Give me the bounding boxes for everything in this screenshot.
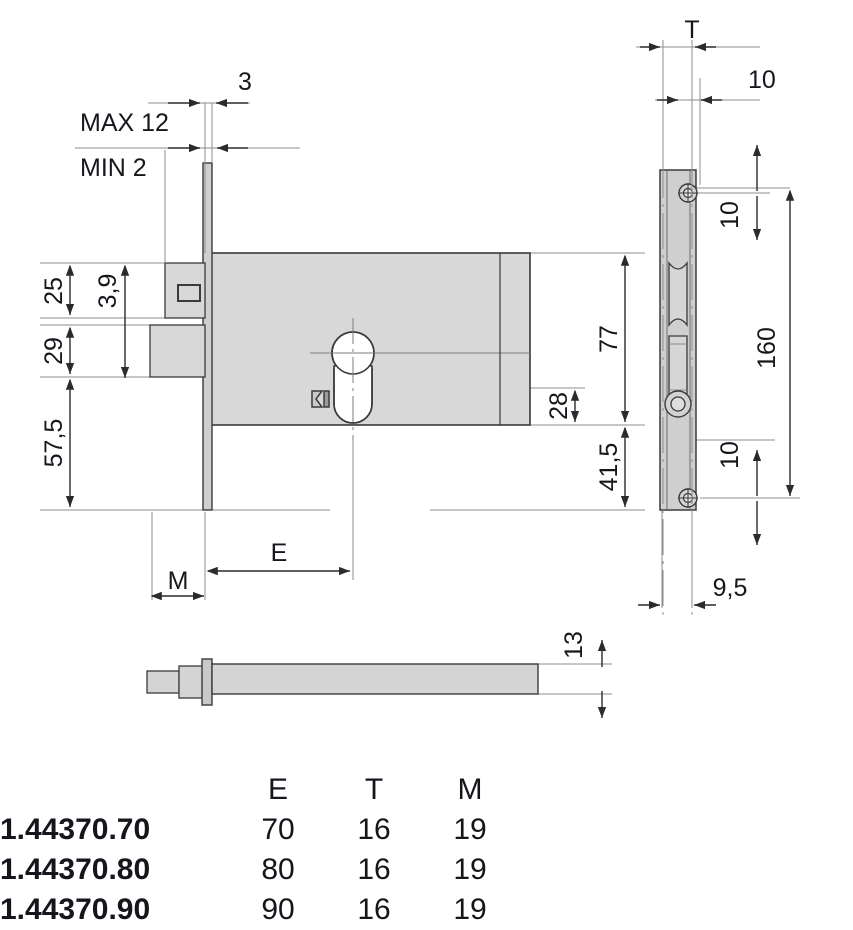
dim-min: MIN 2 [80, 154, 147, 182]
header-E: E [267, 773, 288, 806]
dim-plate-width-95: 9,5 [713, 574, 748, 602]
row-M: 19 [453, 893, 487, 926]
row-T: 16 [357, 853, 391, 886]
row-E: 90 [261, 893, 295, 926]
latch-bolt [177, 284, 201, 302]
row-code: 1.44370.70 [0, 813, 151, 846]
spindle-shaft [211, 663, 539, 695]
front-view-group [149, 103, 531, 511]
dim-left-39: 3,9 [94, 274, 122, 309]
dim-thickness-T: T [684, 16, 699, 44]
side-view-dimensions [638, 42, 795, 610]
front-view-dimensions [65, 98, 630, 601]
dim-top-hole-10: 10 [716, 201, 744, 229]
side-view-group [659, 60, 698, 620]
dim-spindle-13: 13 [560, 631, 588, 659]
row-M: 19 [453, 853, 487, 886]
spindle-flange [201, 658, 213, 706]
spindle-view-group [146, 658, 539, 706]
dim-faceplate-M: M [168, 567, 189, 595]
spec-table: E T M 1.44370.70 70 16 19 1.44370.80 80 … [0, 770, 620, 930]
cylinder-keyhole [331, 331, 375, 424]
dim-left-29: 29 [40, 337, 68, 365]
row-T: 16 [357, 893, 391, 926]
latch-cutout [668, 261, 688, 327]
dim-max: MAX 12 [80, 109, 169, 137]
header-T: T [364, 773, 384, 806]
dim-top-gap: 3 [238, 68, 252, 96]
header-blank [0, 770, 230, 810]
dim-side-width-10: 10 [748, 66, 776, 94]
row-M: 19 [453, 813, 487, 846]
dim-right-415: 41,5 [595, 443, 623, 492]
header-M: M [457, 773, 483, 806]
dim-right-28: 28 [545, 392, 573, 420]
deadbolt-slot [668, 335, 688, 399]
dim-right-77: 77 [595, 325, 623, 353]
dim-total-160: 160 [753, 327, 781, 369]
row-code: 1.44370.80 [0, 853, 151, 886]
row-code: 1.44370.90 [0, 893, 151, 926]
row-T: 16 [357, 813, 391, 846]
spindle-tip [146, 670, 180, 694]
table-row: 1.44370.90 90 16 19 [0, 890, 518, 930]
dim-backset-E: E [271, 539, 288, 567]
table-row: 1.44370.70 70 16 19 [0, 810, 518, 850]
row-E: 70 [261, 813, 295, 846]
deadbolt-block [149, 324, 206, 378]
latch-symbol-icon [311, 390, 330, 408]
dim-bottom-hole-10: 10 [716, 441, 744, 469]
row-E: 80 [261, 853, 295, 886]
table-header-row: E T M [0, 770, 518, 810]
dim-left-575: 57,5 [40, 419, 68, 468]
dim-left-25: 25 [40, 277, 68, 305]
spec-table-grid: E T M 1.44370.70 70 16 19 1.44370.80 80 … [0, 770, 518, 930]
table-row: 1.44370.80 80 16 19 [0, 850, 518, 890]
cylinder-hole-side [664, 390, 692, 418]
